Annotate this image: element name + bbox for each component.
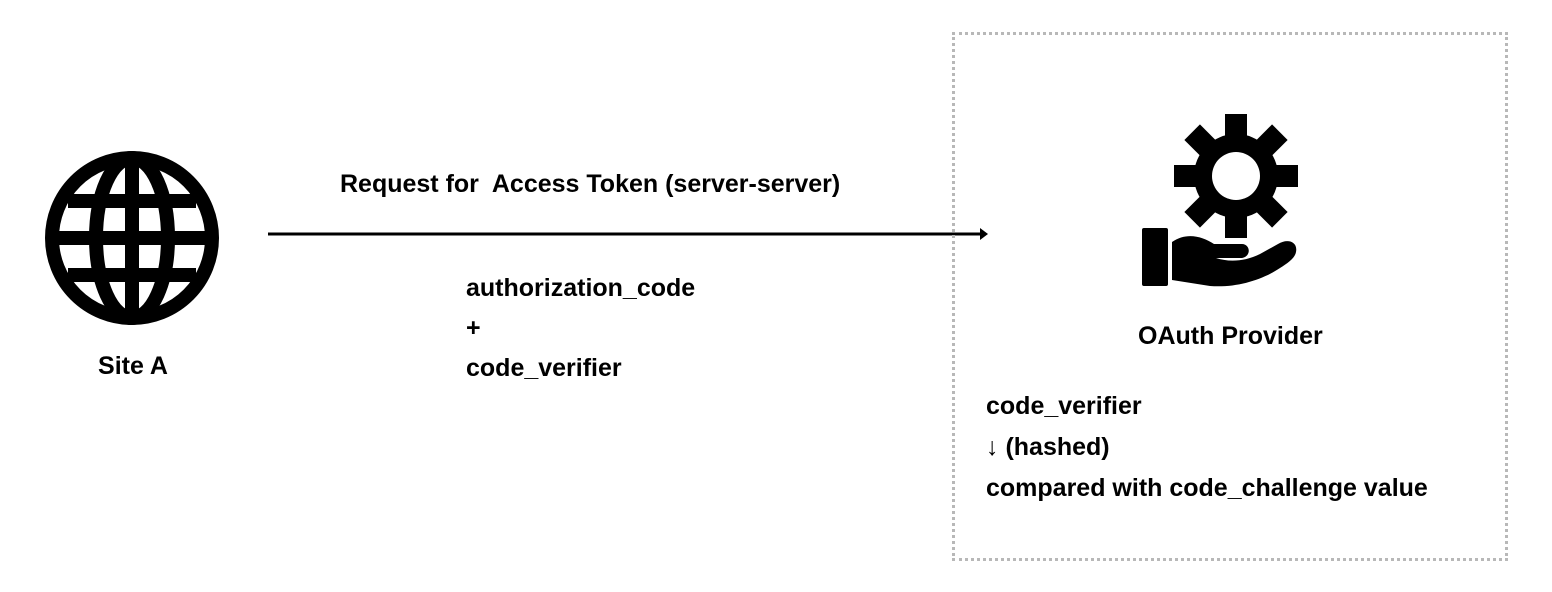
plus-text: + <box>466 314 481 342</box>
request-title: Request for Access Token (server-server) <box>340 170 841 198</box>
authorization-code-text: authorization_code <box>466 274 696 302</box>
gear-hand-icon <box>1142 114 1298 287</box>
hashed-note: ↓ (hashed) <box>986 433 1110 461</box>
globe-icon <box>45 151 219 325</box>
code-verifier-text: code_verifier <box>466 354 622 382</box>
site-a-label: Site A <box>98 352 168 380</box>
comparison-note: compared with code_challenge value <box>986 474 1428 502</box>
oauth-provider-label: OAuth Provider <box>1138 322 1323 350</box>
request-payload: authorization_code + code_verifier <box>466 268 695 388</box>
provider-process-notes: code_verifier ↓ (hashed) compared with c… <box>986 386 1428 509</box>
code-verifier-note: code_verifier <box>986 392 1142 420</box>
request-arrow <box>268 228 988 240</box>
oauth-provider-box <box>952 32 1508 561</box>
